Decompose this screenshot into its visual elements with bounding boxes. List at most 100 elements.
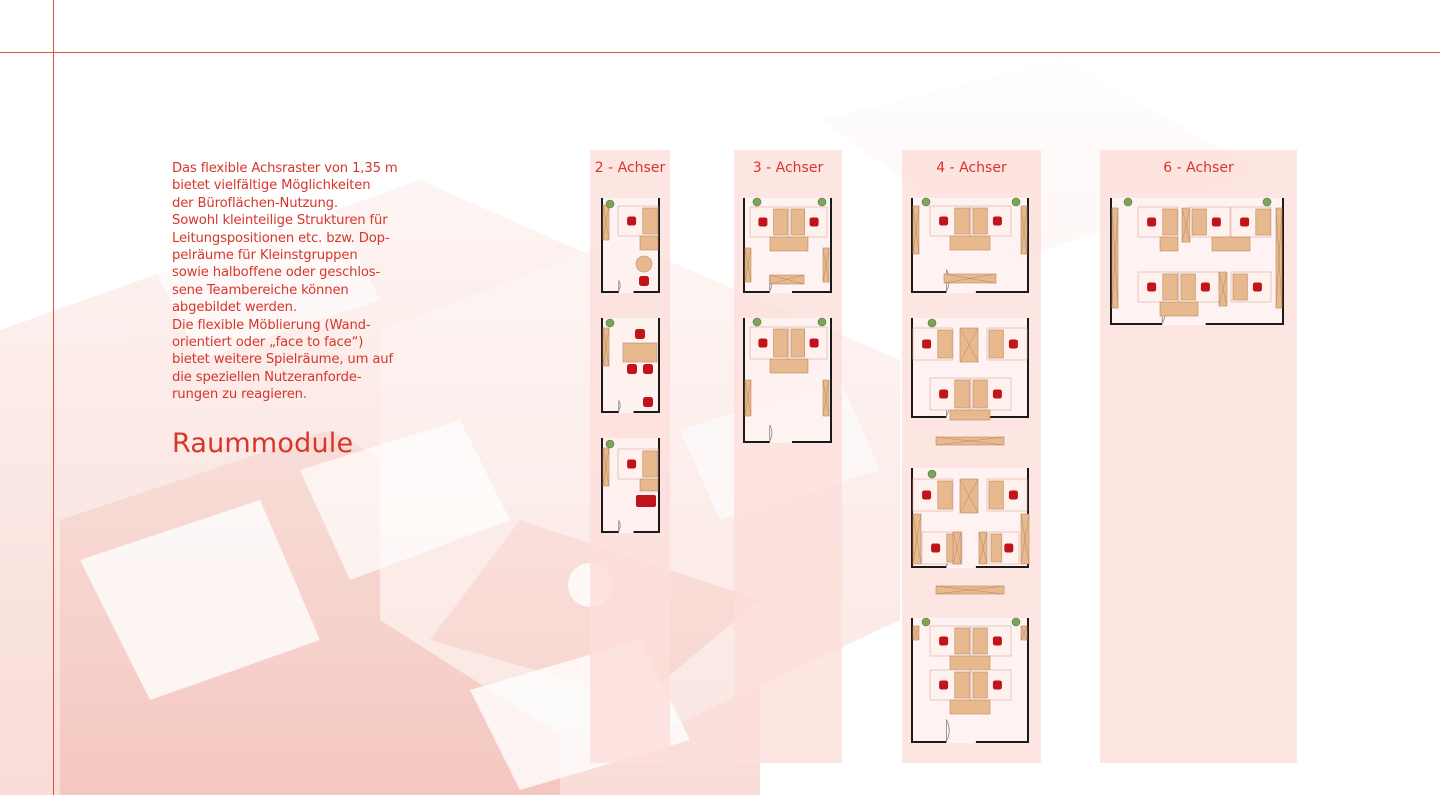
- intro-line: der Büroflächen-Nutzung.: [172, 195, 338, 211]
- chair-icon: [1211, 217, 1221, 227]
- wall: [975, 741, 1029, 743]
- wall: [911, 318, 913, 418]
- wall: [633, 411, 660, 413]
- cabinet-mark: [978, 531, 988, 565]
- desk: [949, 409, 991, 421]
- intro-line: sowie halboffene oder geschlos-: [172, 265, 381, 281]
- desk: [949, 235, 991, 251]
- intro-line: rungen zu reagieren.: [172, 387, 307, 403]
- wall: [658, 198, 660, 293]
- cabinet-mark: [959, 327, 979, 363]
- chair-icon: [992, 636, 1002, 646]
- section-heading: Raummodule: [172, 428, 354, 459]
- chair-icon: [643, 397, 653, 407]
- desk: [990, 533, 1003, 563]
- desk: [949, 699, 991, 715]
- desk: [639, 235, 659, 251]
- desk: [988, 480, 1004, 510]
- intro-line: Leitungspositionen etc. bzw. Dop-: [172, 230, 390, 246]
- desk: [972, 379, 988, 409]
- chair-icon: [627, 364, 637, 374]
- cabinet-mark: [912, 513, 922, 565]
- chair-icon: [922, 490, 932, 500]
- desk: [972, 207, 988, 235]
- cabinet-mark: [769, 274, 805, 285]
- wall: [743, 318, 745, 443]
- wall: [911, 198, 913, 293]
- chair-icon: [643, 364, 653, 374]
- left-divider-line: [53, 0, 54, 795]
- chair-icon: [639, 276, 649, 286]
- chair-icon: [1252, 282, 1262, 292]
- desk: [642, 207, 658, 235]
- chair-icon: [931, 543, 941, 553]
- chair-icon: [809, 217, 819, 227]
- wall: [1027, 318, 1029, 418]
- chair-icon: [992, 216, 1002, 226]
- intro-line: bietet weitere Spielräume, um auf: [172, 352, 393, 368]
- intro-line: abgebildet werden.: [172, 300, 297, 316]
- plant-icon: [752, 197, 762, 207]
- cabinet-mark: [744, 247, 752, 283]
- desk: [1255, 208, 1271, 236]
- wall: [601, 531, 619, 533]
- cabinet-mark: [1218, 271, 1228, 307]
- cabinet-mark: [602, 447, 610, 487]
- cabinet-mark: [935, 436, 1005, 446]
- wall: [1110, 323, 1163, 325]
- wall: [633, 291, 660, 293]
- wall: [975, 416, 1029, 418]
- plant-icon: [927, 318, 937, 328]
- desk: [1232, 273, 1248, 301]
- chair-icon: [1147, 217, 1157, 227]
- plant-icon: [605, 318, 615, 328]
- door-swing: [946, 719, 950, 742]
- cabinet-mark: [1275, 207, 1283, 309]
- wall: [1110, 198, 1112, 325]
- wall: [658, 438, 660, 533]
- intro-text: Das flexible Achsraster von 1,35 m biete…: [172, 160, 422, 404]
- wall: [911, 566, 947, 568]
- wall: [791, 291, 832, 293]
- wall: [911, 618, 913, 743]
- wall: [1027, 618, 1029, 743]
- wall: [1027, 198, 1029, 293]
- chair-icon: [939, 216, 949, 226]
- desk: [949, 655, 991, 671]
- desk: [642, 450, 658, 478]
- top-divider-line: [0, 52, 1440, 53]
- wall: [743, 198, 745, 293]
- desk: [1162, 273, 1178, 301]
- chair-icon: [758, 217, 768, 227]
- desk: [639, 478, 659, 492]
- desk: [790, 328, 805, 358]
- wall: [601, 411, 619, 413]
- plant-icon: [927, 469, 937, 479]
- desk: [954, 671, 970, 699]
- cabinet-mark: [1020, 513, 1030, 565]
- plant-icon: [817, 317, 827, 327]
- wall: [911, 291, 947, 293]
- chair-icon: [758, 338, 768, 348]
- chair-icon: [939, 389, 949, 399]
- cabinet-mark: [1181, 207, 1191, 243]
- sofa-icon: [636, 495, 656, 507]
- plant-icon: [817, 197, 827, 207]
- wall: [830, 198, 832, 293]
- desk: [773, 328, 788, 358]
- chair-icon: [809, 338, 819, 348]
- intro-line: Die flexible Möblierung (Wand-: [172, 317, 371, 333]
- intro-line: pelräume für Kleinstgruppen: [172, 248, 358, 264]
- cabinet-mark: [602, 327, 610, 367]
- wall: [601, 198, 603, 293]
- cabinet-mark: [935, 585, 1005, 595]
- plant-icon: [605, 199, 615, 209]
- intro-line: Das flexible Achsraster von 1,35 m: [172, 161, 398, 176]
- chair-icon: [992, 680, 1002, 690]
- desk: [622, 342, 658, 363]
- desk: [790, 208, 805, 236]
- wall: [658, 318, 660, 413]
- intro-line: sene Teambereiche können: [172, 282, 349, 298]
- chair-icon: [1008, 339, 1018, 349]
